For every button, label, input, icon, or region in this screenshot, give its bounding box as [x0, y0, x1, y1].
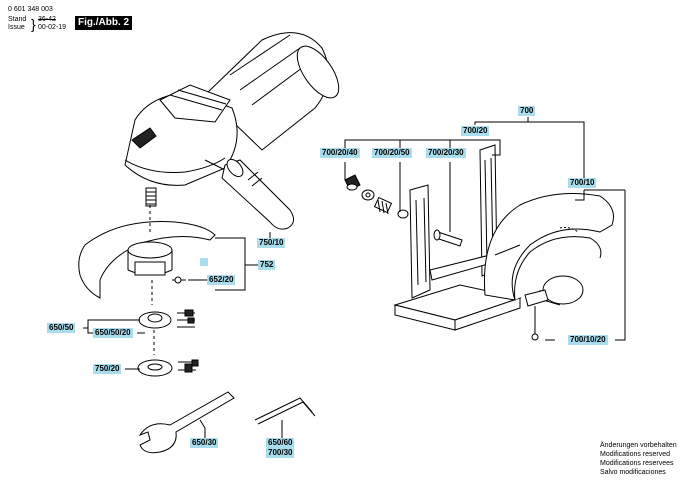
label-650-30: 650/30 [190, 438, 219, 448]
clamp-nut-drawing [137, 359, 199, 377]
label-752: 752 [258, 260, 276, 270]
fasteners-drawing [344, 174, 463, 247]
label-700-30: 700/30 [266, 448, 295, 458]
footer-fr: Modifications reservees [600, 460, 674, 467]
label-750-10: 750/10 [257, 238, 286, 248]
label-650-50: 650/50 [47, 323, 76, 333]
label-652-20: 652/20 [207, 275, 236, 285]
blank-label [200, 258, 208, 266]
leader-lines [83, 117, 626, 438]
label-700: 700 [518, 106, 536, 116]
label-650-50-20: 650/50/20 [93, 328, 133, 338]
footer-de: Änderungen vorbehalten [600, 442, 677, 449]
label-700-20-40: 700/20/40 [320, 148, 360, 158]
old-code: 36-42 [38, 16, 56, 23]
label-700-10: 700/10 [568, 178, 597, 188]
label-700-20-30: 700/20/30 [426, 148, 466, 158]
label-700-20: 700/20 [461, 126, 490, 136]
label-700-20-50: 700/20/50 [372, 148, 412, 158]
label-650-60: 650/60 [266, 438, 295, 448]
flange-drawing [138, 309, 195, 329]
brace: } [31, 16, 36, 32]
stand-label: Stand [8, 16, 27, 23]
cutting-guard-drawing [483, 192, 614, 341]
allen-key-drawing [254, 397, 316, 425]
side-handle-drawing [204, 158, 294, 230]
issue-label: Issue [8, 24, 25, 31]
doc-number: 0 601 348 003 [8, 6, 53, 13]
guard-drawing [78, 221, 216, 299]
issue-date: 00-02-19 [38, 24, 67, 31]
footer-en: Modifications reserved [600, 451, 671, 458]
spanner-drawing [138, 391, 235, 454]
label-750-20: 750/20 [93, 364, 122, 374]
label-700-10-20: 700/10/20 [568, 335, 608, 345]
footer-es: Salvo modificaciones [600, 469, 666, 476]
figure-label: Fig./Abb. 2 [75, 16, 133, 30]
